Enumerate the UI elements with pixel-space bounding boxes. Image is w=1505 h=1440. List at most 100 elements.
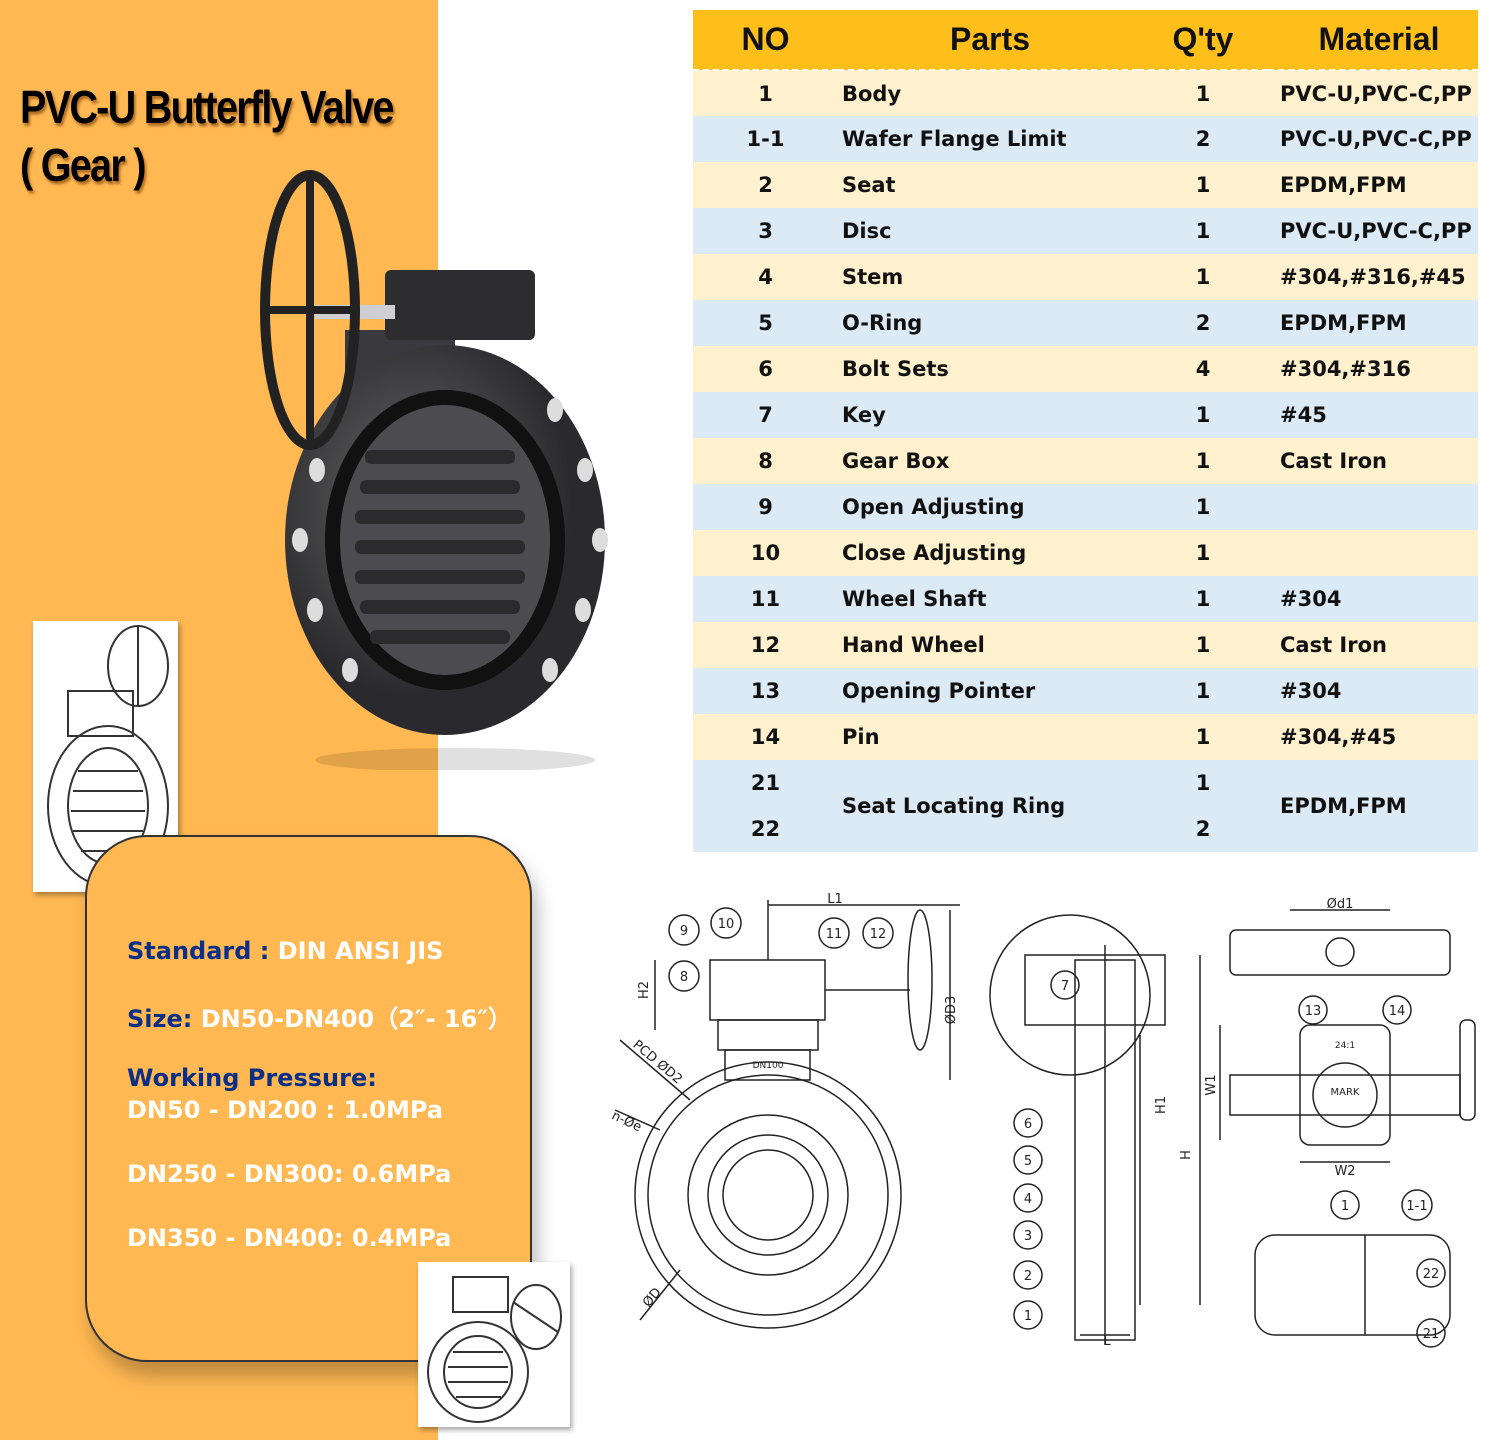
section-callout-1-1: 1-1 (1406, 1199, 1427, 1214)
dn-marking: DN100 (753, 1061, 784, 1071)
cell-qty: 2 (1138, 300, 1268, 346)
section-callout-22: 22 (1423, 1267, 1440, 1282)
cell-qty: 1 (1138, 162, 1268, 208)
cell-material: #304,#45 (1268, 714, 1478, 760)
size-value: DN50-DN400（2″- 16″） (200, 1005, 513, 1033)
section-callout-1: 1 (1341, 1199, 1349, 1214)
pressure-label: Working Pressure: (127, 1064, 377, 1092)
side-section-drawing: 7 6 5 4 3 2 1 H1 H L (989, 914, 1201, 1349)
front-view-drawing: 9 10 11 12 8 L1 H2 ØD3 PCD ØD2 n-Øe ØD D… (609, 892, 960, 1329)
callout-10: 10 (718, 917, 735, 932)
dim-W1: W1 (1205, 1074, 1219, 1095)
cell-material (1268, 530, 1478, 576)
cell-no: 8 (693, 438, 838, 484)
callout-11: 11 (826, 927, 843, 942)
cell-material: PVC-U,PVC-C,PP (1268, 116, 1478, 162)
cell-material: #304 (1268, 576, 1478, 622)
callout-2: 2 (1024, 1269, 1032, 1284)
cell-no: 7 (693, 392, 838, 438)
valve-sketch-thumbnail-2 (418, 1262, 570, 1427)
callout-3: 3 (1024, 1229, 1032, 1244)
callout-12: 12 (870, 927, 887, 942)
cell-no: 14 (693, 714, 838, 760)
cell-qty: 1 (1138, 70, 1268, 116)
callout-1: 1 (1024, 1309, 1032, 1324)
cell-material: #304,#316 (1268, 346, 1478, 392)
dim-H2: H2 (637, 981, 652, 999)
callout-9: 9 (680, 924, 688, 939)
cell-qty: 4 (1138, 346, 1268, 392)
cell-material: #304,#316,#45 (1268, 254, 1478, 300)
dim-L: L (1103, 1334, 1111, 1349)
cell-qty: 1 (1138, 530, 1268, 576)
cell-no: 22 (693, 806, 838, 852)
title-line-1: PVC-U Butterfly Valve (20, 81, 395, 133)
cell-qty: 1 (1138, 254, 1268, 300)
callout-14: 14 (1389, 1004, 1406, 1019)
cell-material: Cast Iron (1268, 622, 1478, 668)
cell-qty: 1 (1138, 760, 1268, 806)
cell-material (1268, 484, 1478, 530)
cell-part: Opening Pointer (838, 668, 1138, 714)
dim-D: ØD (640, 1285, 665, 1310)
standard-value: DIN ANSI JIS (277, 937, 444, 965)
cell-part: Disc (838, 208, 1138, 254)
cell-part: Hand Wheel (838, 622, 1138, 668)
pressure-row-1: DN50 - DN200 : 1.0MPa (127, 1096, 444, 1124)
cell-qty: 1 (1138, 622, 1268, 668)
cell-qty: 1 (1138, 714, 1268, 760)
cell-no: 6 (693, 346, 838, 392)
dim-H1: H1 (1154, 1096, 1169, 1114)
pressure-row-2: DN250 - DN300: 0.6MPa (127, 1160, 452, 1188)
cell-part: Wafer Flange Limit (838, 116, 1138, 162)
header-parts: Parts (838, 10, 1138, 71)
cell-part: Close Adjusting (838, 530, 1138, 576)
callout-6: 6 (1024, 1117, 1032, 1132)
cell-no: 1 (693, 70, 838, 116)
cell-no: 10 (693, 530, 838, 576)
dim-L1: L1 (827, 892, 843, 907)
spec-standard: Standard : DIN ANSI JIS (127, 937, 443, 965)
callout-8: 8 (680, 970, 688, 985)
standard-label: Standard : (127, 937, 278, 965)
cell-qty: 1 (1138, 392, 1268, 438)
cell-material: PVC-U,PVC-C,PP (1268, 208, 1478, 254)
cell-no: 4 (693, 254, 838, 300)
cell-no: 2 (693, 162, 838, 208)
spec-size: Size: DN50-DN400（2″- 16″） (127, 999, 512, 1034)
cell-qty: 1 (1138, 208, 1268, 254)
cell-qty: 2 (1138, 806, 1268, 852)
dim-H: H (1179, 1150, 1194, 1160)
dim-PCD-D2: PCD ØD2 (630, 1037, 685, 1087)
cell-material: PVC-U,PVC-C,PP (1268, 70, 1478, 116)
cell-material: #304 (1268, 668, 1478, 714)
cell-material: #45 (1268, 392, 1478, 438)
cell-qty: 1 (1138, 484, 1268, 530)
cell-material: EPDM,FPM (1268, 162, 1478, 208)
header-no: NO (693, 10, 838, 71)
cell-part: Key (838, 392, 1138, 438)
dim-d1: Ød1 (1327, 897, 1354, 912)
dim-n-e: n-Øe (609, 1108, 644, 1135)
cell-material: EPDM,FPM (1268, 760, 1478, 852)
size-label: Size: (127, 1005, 201, 1033)
dim-D3: ØD3 (944, 996, 959, 1025)
cell-qty: 1 (1138, 576, 1268, 622)
cell-no: 3 (693, 208, 838, 254)
pressure-row-3: DN350 - DN400: 0.4MPa (127, 1224, 452, 1252)
cell-no: 11 (693, 576, 838, 622)
cell-part: Stem (838, 254, 1138, 300)
cell-part: Seat (838, 162, 1138, 208)
cell-material: Cast Iron (1268, 438, 1478, 484)
cell-no: 12 (693, 622, 838, 668)
